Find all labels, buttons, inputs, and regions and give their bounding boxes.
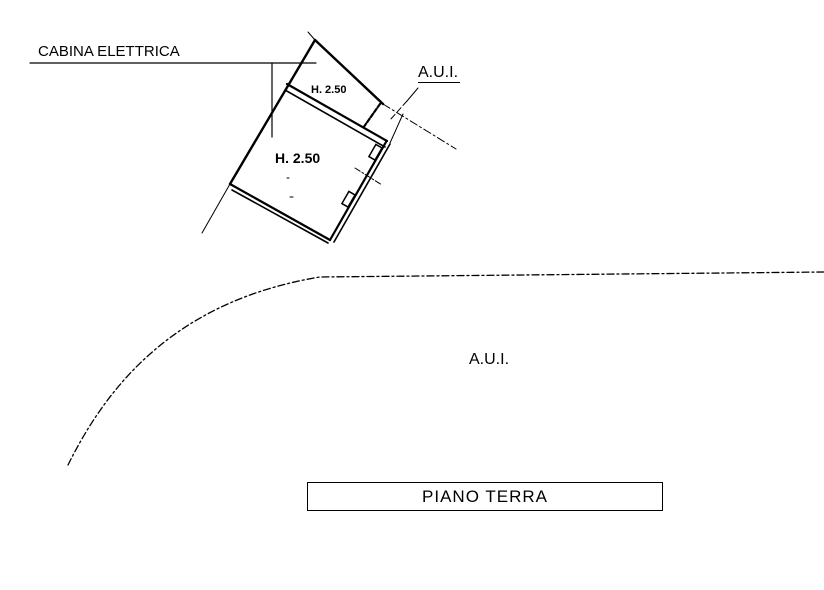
floor-title-box: PIANO TERRA: [307, 482, 663, 511]
aui-leader-line: [389, 100, 408, 121]
window-icon: [340, 190, 356, 209]
room-height-small-label: H. 2.50: [311, 84, 347, 96]
boundary-line-top: [307, 31, 316, 41]
partition-wall: [361, 102, 382, 130]
room-height-main-label: H. 2.50: [275, 150, 321, 166]
interior-wall: [285, 82, 389, 143]
boundary-line-right: [382, 103, 457, 150]
building-wall-bottom: [228, 182, 332, 242]
corridor-line: [389, 113, 404, 144]
aui-area-label: A.U.I.: [469, 351, 510, 368]
building-wall-top: [313, 38, 385, 106]
cabina-elettrica-label: CABINA ELETTRICA: [38, 43, 180, 60]
building-wall-left: [228, 38, 317, 186]
floor-title: PIANO TERRA: [422, 486, 548, 506]
window-cross-line: [354, 167, 383, 186]
building-wall-left-extension: [201, 183, 231, 234]
aui-top-label: A.U.I.: [418, 64, 461, 83]
window-icon: [367, 143, 383, 162]
property-boundary-dashed: [67, 271, 824, 466]
